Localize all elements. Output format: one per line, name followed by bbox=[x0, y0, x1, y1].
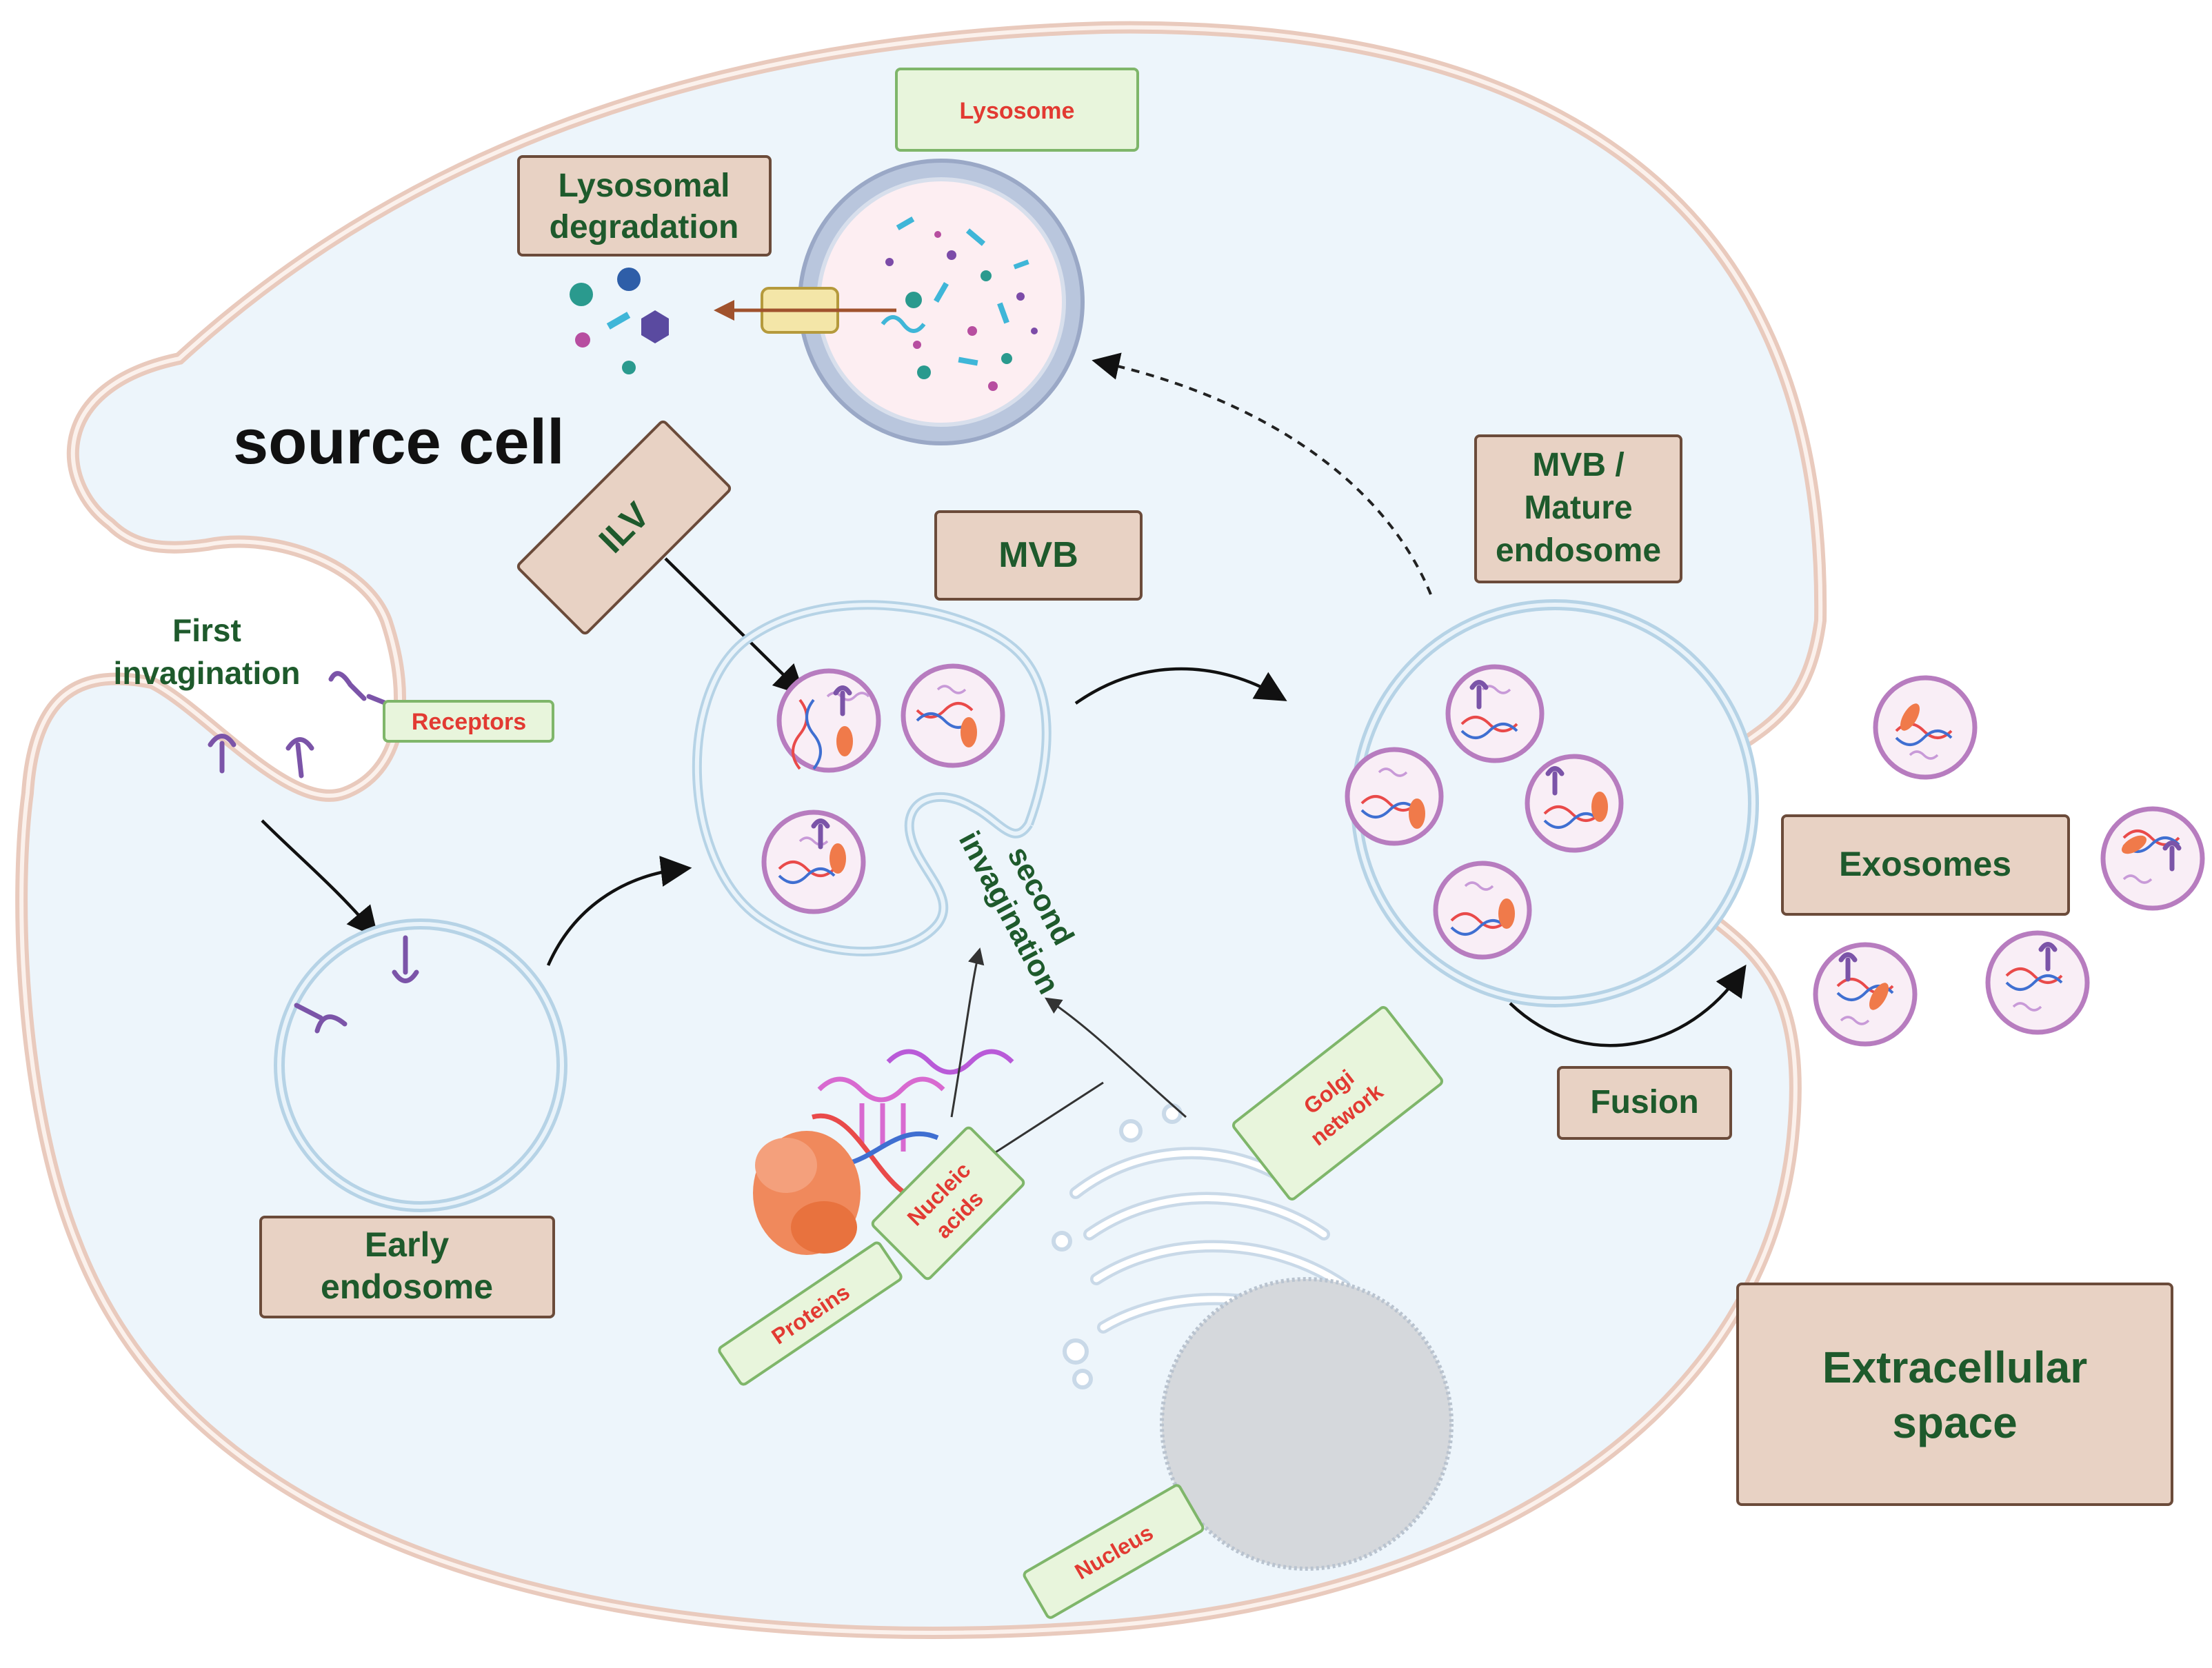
ilv-vesicle bbox=[1525, 754, 1624, 853]
degradation-products bbox=[570, 268, 669, 374]
golgi-tag: Golgi network bbox=[1232, 1006, 1443, 1200]
nucleic-acids-pointer bbox=[985, 1081, 1104, 1160]
early-endosome-box: Early endosome bbox=[259, 1216, 555, 1318]
lysosomal-degradation-box: Lysosomal degradation bbox=[517, 155, 772, 257]
lysosome-tag: Lysosome bbox=[895, 68, 1139, 152]
invagination-to-early-arrow bbox=[261, 819, 379, 938]
extracellular-label-2: space bbox=[1892, 1398, 2017, 1447]
fusion-arrow bbox=[1509, 964, 1747, 1047]
extracellular-label-1: Extracellular bbox=[1822, 1343, 2087, 1392]
first-invagination-label-1: First bbox=[172, 612, 241, 648]
lysosomal-degradation-label-1: Lysosomal bbox=[559, 168, 730, 204]
exosome bbox=[1813, 942, 1918, 1047]
early-endosome-label-2: endosome bbox=[321, 1267, 493, 1306]
lysosomal-degradation-label-2: degradation bbox=[550, 209, 739, 245]
mvb-box: MVB bbox=[934, 510, 1143, 601]
exosome bbox=[1985, 930, 2090, 1035]
ilv-vesicle bbox=[1445, 664, 1545, 763]
lysosome-organelle bbox=[714, 159, 1085, 445]
ilv-vesicle bbox=[1345, 747, 1444, 846]
mvb-mature-label-2: Mature bbox=[1524, 490, 1632, 526]
exosomes-box: Exosomes bbox=[1781, 814, 2070, 916]
forming-mvb bbox=[692, 600, 1052, 956]
fusion-box: Fusion bbox=[1557, 1066, 1732, 1140]
cargo-illustration bbox=[753, 1049, 1014, 1255]
fusion-label: Fusion bbox=[1590, 1084, 1698, 1121]
mature-endosome bbox=[1345, 599, 1759, 1007]
early-endosome bbox=[274, 918, 567, 1212]
source-cell-label: source cell bbox=[233, 407, 565, 477]
cell-membrane-inner bbox=[19, 25, 1823, 1635]
exosomes-label: Exosomes bbox=[1839, 845, 2011, 883]
mvb-label: MVB bbox=[998, 535, 1078, 575]
ilv-arrow bbox=[664, 557, 805, 696]
extracellular-space-box: Extracellular space bbox=[1736, 1283, 2173, 1506]
first-invagination-label-2: invagination bbox=[114, 655, 301, 691]
golgi-to-mvb-arrow bbox=[1045, 997, 1187, 1118]
exosome bbox=[2100, 806, 2205, 911]
ilv-vesicle bbox=[1433, 861, 1532, 960]
early-to-mvb-arrow bbox=[546, 856, 692, 966]
mature-to-lysosome-arrow bbox=[1092, 352, 1432, 595]
ilv-vesicle bbox=[761, 810, 866, 914]
ilv-vesicle bbox=[901, 663, 1005, 768]
cargo-to-mvb-arrow bbox=[950, 947, 985, 1118]
receptors-tag: Receptors bbox=[383, 700, 554, 743]
mvb-mature-label-3: endosome bbox=[1496, 532, 1661, 569]
ilv-box: ILV bbox=[516, 420, 732, 635]
ilv-vesicle bbox=[776, 668, 881, 773]
receptors-label: Receptors bbox=[412, 709, 526, 735]
lysosome-contents bbox=[881, 217, 1038, 391]
lysosome-label: Lysosome bbox=[960, 98, 1075, 124]
exosome bbox=[1873, 675, 1978, 780]
early-endosome-label-1: Early bbox=[365, 1225, 450, 1264]
mvb-mature-endosome-box: MVB / Mature endosome bbox=[1474, 434, 1682, 583]
nucleus-organelle bbox=[1160, 1277, 1454, 1571]
mvb-mature-label-1: MVB / bbox=[1532, 447, 1624, 483]
mvb-to-mature-arrow bbox=[1074, 667, 1287, 705]
